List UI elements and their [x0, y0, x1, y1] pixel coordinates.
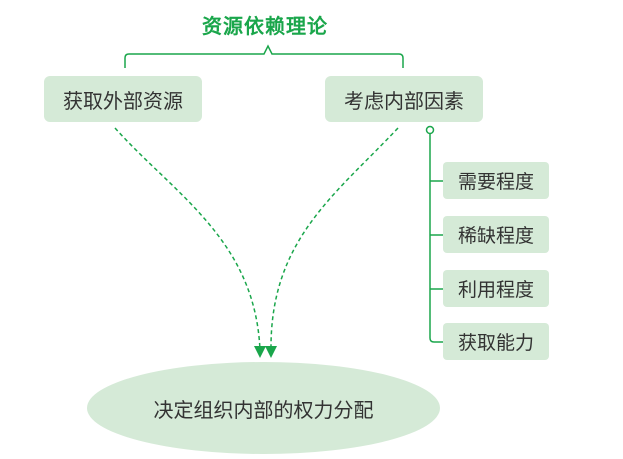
arrow-left-curve [114, 127, 261, 351]
result-ellipse: 决定组织内部的权力分配 [87, 362, 440, 454]
box-external-resources: 获取外部资源 [44, 76, 202, 122]
factor-need: 需要程度 [443, 162, 549, 199]
factor-acquisition: 获取能力 [443, 323, 549, 360]
top-bracket [124, 44, 404, 68]
tree-branch-3 [429, 337, 443, 343]
diagram-title: 资源依赖理论 [202, 14, 328, 38]
tree-root-dot [425, 125, 435, 135]
box-internal-factors: 考虑内部因素 [325, 76, 483, 122]
factor-scarcity: 稀缺程度 [443, 216, 549, 253]
arrow-right-curve [270, 127, 399, 351]
factor-utilization: 利用程度 [443, 270, 549, 307]
arrowhead-right [265, 346, 277, 358]
arrowhead-left [254, 346, 266, 358]
